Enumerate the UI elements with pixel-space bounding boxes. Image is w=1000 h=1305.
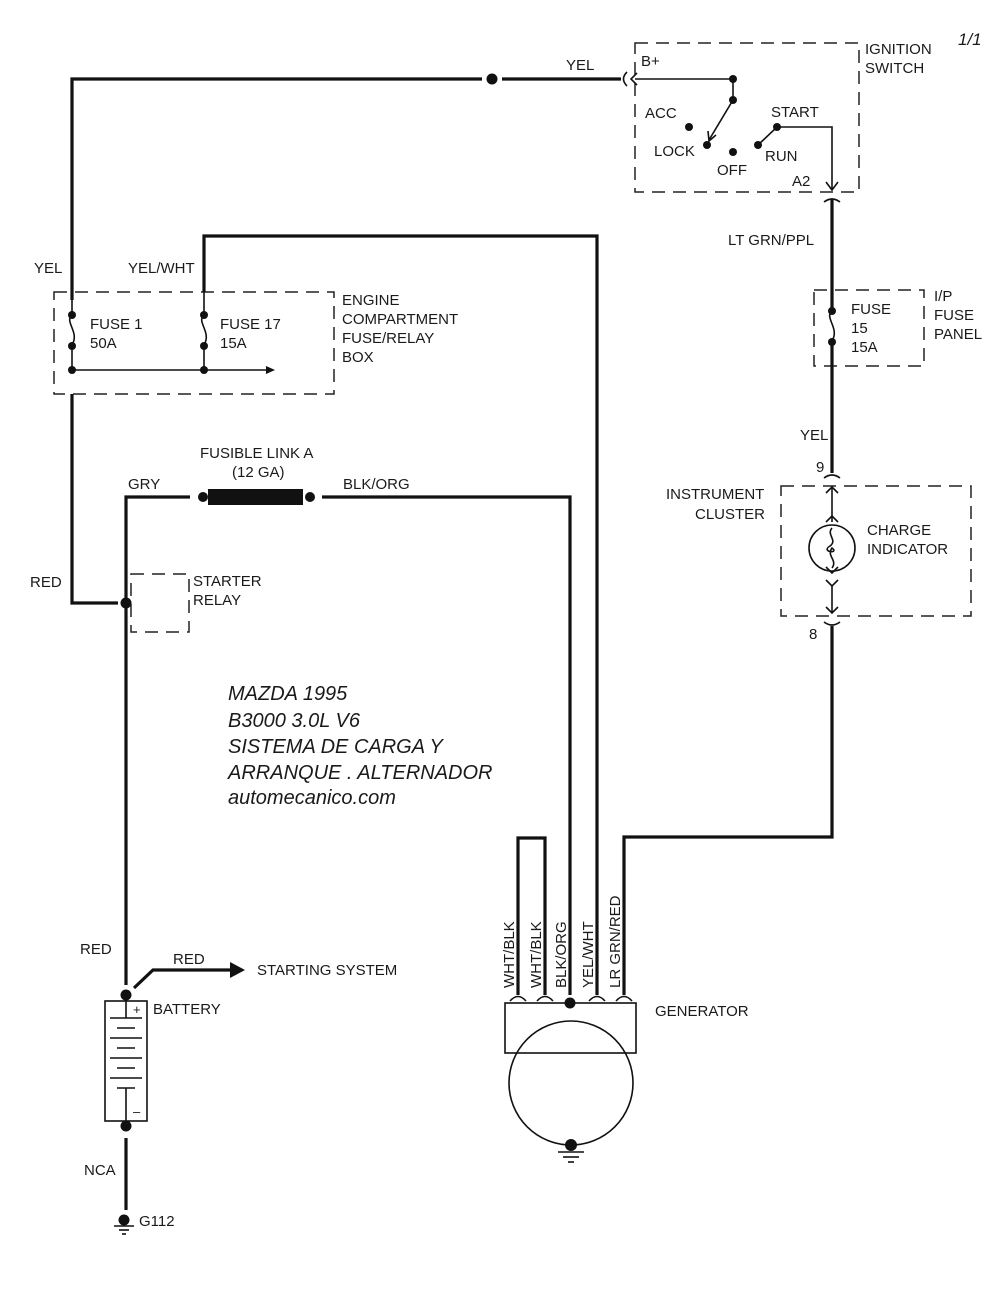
generator-pin-label-4: YEL/WHT [580,921,597,988]
connector-pin-8 [823,621,841,626]
instrument-cluster: 9 8 INSTRUMENT CLUSTER CHARGE INDICATOR [666,459,972,643]
wire-label-nca: NCA [84,1162,116,1179]
generator: GENERATOR WHT/BLK WHT/BLK BLK/ORG YEL/WH… [501,836,749,1163]
charge-indicator-lamp [808,524,856,572]
fuse-1-rating: 50A [90,335,117,352]
generator-pin-label-3: BLK/ORG [553,921,570,988]
starting-system-arrow [132,962,245,990]
fuse-17-symbol [200,314,208,346]
wire-label-lt-grn-ppl: LT GRN/PPL [728,232,814,249]
starting-system-label: STARTING SYSTEM [257,962,397,979]
wire-label-red-relay: RED [30,574,62,591]
fusible-link-body [208,489,303,505]
engine-fuse-box: ENGINE COMPARTMENT FUSE/RELAY BOX FUSE 1… [53,291,458,395]
ip-fuse-line-3: 15A [851,339,878,356]
position-start: START [771,104,819,121]
bus-arrow-icon [266,366,275,374]
instrument-cluster-label-1: INSTRUMENT [666,486,764,503]
ignition-switch-label-1: IGNITION [865,41,932,58]
ground-label: G112 [139,1213,175,1230]
title-line-4: ARRANQUE . ALTERNADOR [227,762,492,784]
wire-label-top-yel: YEL [566,57,594,74]
starter-relay: STARTER RELAY [120,573,262,633]
position-acc: ACC [645,105,677,122]
fusible-link: FUSIBLE LINK A (12 GA) [124,445,572,995]
battery: + – BATTERY [104,989,221,1132]
engine-fuse-box-label-1: ENGINE [342,292,400,309]
title-line-3: SISTEMA DE CARGA Y [228,736,445,758]
ip-fuse-panel-label-3: PANEL [934,326,982,343]
wire-label-red-battery: RED [80,941,112,958]
generator-pin-4 [588,995,606,1002]
wire-lr-grn-red [622,626,834,995]
starter-relay-label-2: RELAY [193,592,241,609]
fuse-17-rating: 15A [220,335,247,352]
pin-8-label: 8 [809,626,817,643]
generator-pin-5 [615,995,633,1002]
terminal-a2: A2 [792,173,810,190]
fuse-1-name: FUSE 1 [90,316,143,333]
title-line-2: B3000 3.0L V6 [228,710,361,732]
title-line-5: automecanico.com [228,787,396,809]
terminal-b-plus: B+ [641,53,660,70]
page-label: 1/1 [958,30,982,49]
fuse-1-symbol [68,314,76,346]
engine-fuse-box-label-4: BOX [342,349,374,366]
wire-label-blk-org: BLK/ORG [343,476,410,493]
fuse-symbol [828,310,836,342]
wire-label-red-starting: RED [173,951,205,968]
wire-label-gry: GRY [128,476,160,493]
battery-label: BATTERY [153,1001,221,1018]
connector-b-plus [622,71,628,87]
position-run: RUN [765,148,798,165]
wire-yel-top [70,71,628,300]
ip-fuse-panel-label-2: FUSE [934,307,974,324]
ip-fuse-line-2: 15 [851,320,868,337]
wire-label-yel-cluster: YEL [800,427,828,444]
position-off: OFF [717,162,747,179]
ip-fuse-panel-label-1: I/P [934,288,952,305]
generator-pin-label-2: WHT/BLK [528,921,545,988]
engine-fuse-box-label-3: FUSE/RELAY [342,330,434,347]
wire-yel-wht [202,234,599,995]
ground-g112: G112 [114,1213,175,1235]
battery-minus: – [133,1104,141,1119]
generator-pin-label-1: WHT/BLK [501,921,518,988]
contact-acc [685,123,693,131]
wire-red-relay [70,394,118,605]
charge-indicator-label-2: INDICATOR [867,541,948,558]
connector-pin-9 [823,474,841,479]
ignition-switch: IGNITION SWITCH B+ ACC LOCK OFF RUN STAR… [629,41,932,193]
charge-indicator-label-1: CHARGE [867,522,931,539]
lamp-filament [826,527,835,569]
fuse-17-name: FUSE 17 [220,316,281,333]
instrument-cluster-label-2: CLUSTER [695,506,765,523]
generator-pin-2 [536,995,554,1002]
ignition-switch-label-2: SWITCH [865,60,924,77]
wire-wht-blk-loop [516,836,547,995]
title-line-1: MAZDA 1995 [228,683,348,705]
title-block: MAZDA 1995 B3000 3.0L V6 SISTEMA DE CARG… [227,683,492,809]
fusible-link-gauge: (12 GA) [232,464,285,481]
contact-lock [703,141,711,149]
ip-fuse-panel: FUSE 15 15A I/P FUSE PANEL [813,288,982,367]
engine-fuse-box-label-2: COMPARTMENT [342,311,458,328]
ip-fuse-line-1: FUSE [851,301,891,318]
wire-lt-grn-ppl [823,198,841,290]
splice-dot [486,73,498,85]
pin-9-label: 9 [816,459,824,476]
generator-label: GENERATOR [655,1003,749,1020]
position-lock: LOCK [654,143,695,160]
contact-off [729,148,737,156]
starter-relay-label-1: STARTER [193,573,262,590]
generator-pin-1 [509,995,527,1002]
generator-pin-label-5: LR GRN/RED [607,895,624,988]
wire-label-left-yel: YEL [34,260,62,277]
battery-plus: + [133,1002,141,1017]
fusible-link-name: FUSIBLE LINK A [200,445,313,462]
wire-label-yel-wht: YEL/WHT [128,260,195,277]
